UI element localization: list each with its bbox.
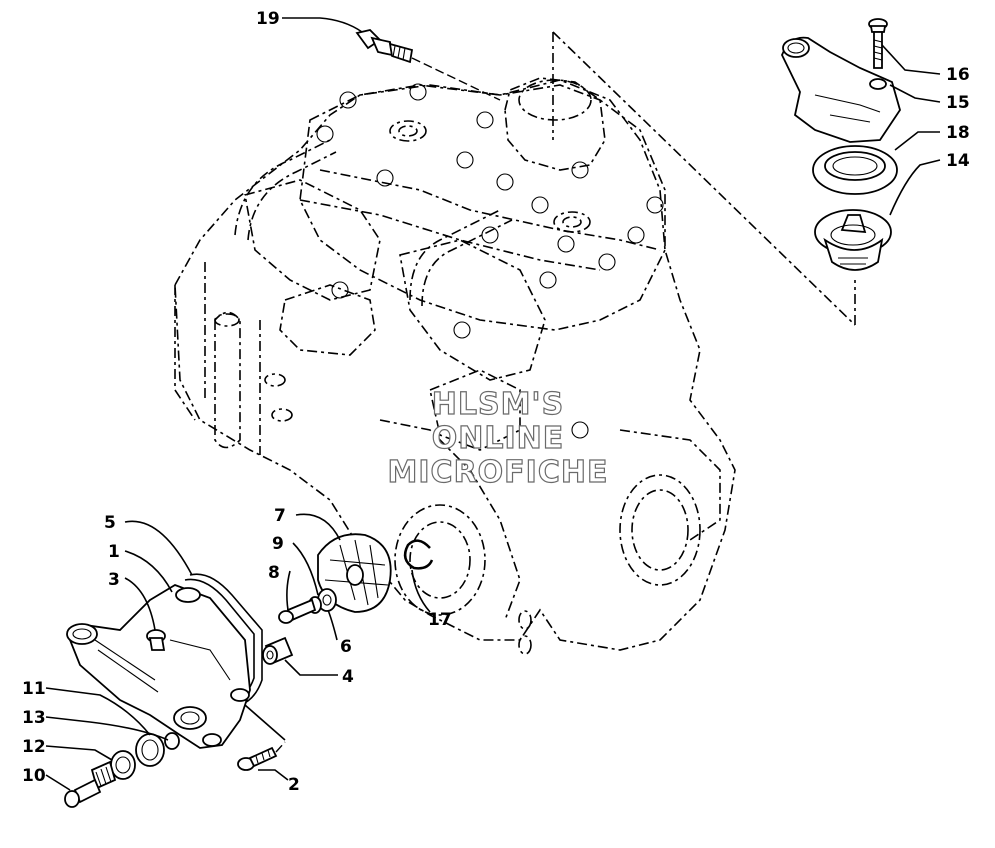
part-18-seal [812,145,898,195]
watermark-line-3: MICROFICHE [388,455,609,490]
callout-1: 1 [108,542,120,562]
part-8-bolt [278,598,317,624]
callout-9: 9 [272,534,284,554]
watermark: HLSM'S ONLINE MICROFICHE [387,386,609,490]
watermark-line-2: ONLINE [432,421,565,456]
engine-block [174,77,736,655]
callout-11: 11 [22,679,46,699]
part-4-bushing [262,636,294,665]
part-16-bolt [868,18,888,69]
part-19-sensor [355,29,501,101]
callout-19: 19 [256,9,280,29]
part-10-drain-plug [64,760,117,808]
callout-7: 7 [274,506,286,526]
inset-boundary-line [552,31,856,326]
watermark-line-1: HLSM'S [432,387,564,422]
callout-2: 2 [288,775,300,795]
callout-17: 17 [428,610,452,630]
callout-labels: 19 16 15 18 14 5 1 3 7 9 8 6 4 17 11 13 … [22,9,970,795]
callout-12: 12 [22,737,46,757]
callout-3: 3 [108,570,120,590]
part-2-screw [237,741,286,771]
callout-8: 8 [268,563,280,583]
part-3-screw [146,629,166,651]
callout-13: 13 [22,708,46,728]
callout-4: 4 [342,667,354,687]
leader-lines [45,17,941,791]
part-15-thermostat-housing [781,36,901,143]
callout-16: 16 [946,65,970,85]
head-bolts [316,83,664,439]
callout-15: 15 [946,93,970,113]
part-11-washer [135,733,165,767]
part-13-oring [164,732,180,750]
part-7-impeller [317,533,392,613]
callout-10: 10 [22,766,46,786]
callout-6: 6 [340,637,352,657]
callout-18: 18 [946,123,970,143]
callout-14: 14 [946,151,970,171]
part-1-pump-housing [66,584,251,749]
callout-5: 5 [104,513,116,533]
part-14-thermostat [814,209,892,271]
part-12-washer [110,750,136,780]
part-17-circlip [403,539,434,570]
